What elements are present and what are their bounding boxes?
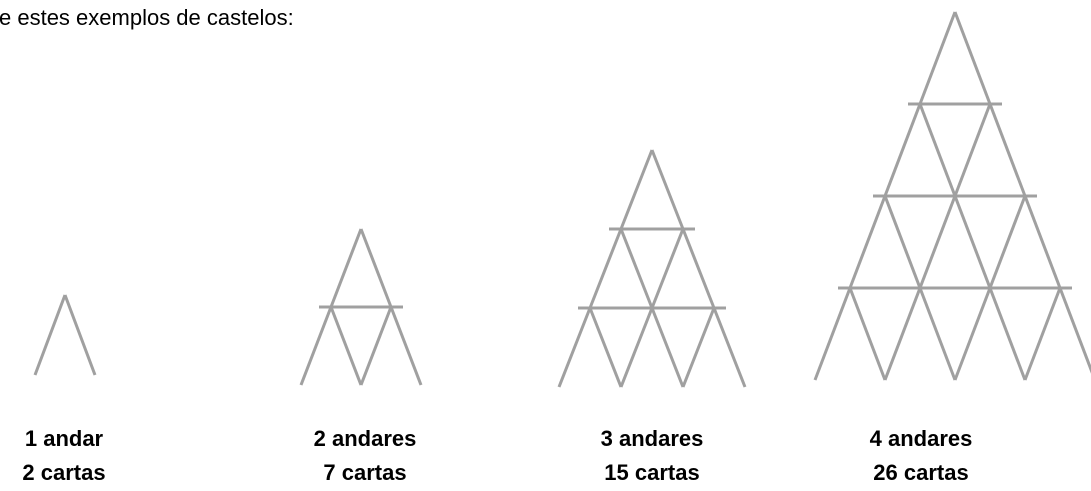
card bbox=[391, 307, 421, 385]
card bbox=[920, 288, 955, 380]
castle-1-floors-label: 1 andar bbox=[0, 422, 164, 456]
card bbox=[652, 229, 683, 308]
castle-3-caption: 3 andares 15 cartas bbox=[552, 422, 752, 490]
card bbox=[621, 150, 652, 229]
card bbox=[990, 288, 1025, 380]
castle-2-cards-label: 7 cartas bbox=[265, 456, 465, 490]
castle-4-cards-label: 26 cartas bbox=[821, 456, 1021, 490]
card bbox=[885, 288, 920, 380]
card bbox=[361, 307, 391, 385]
card bbox=[621, 308, 652, 387]
card bbox=[714, 308, 745, 387]
card bbox=[850, 288, 885, 380]
card bbox=[990, 196, 1025, 288]
card bbox=[621, 229, 652, 308]
card bbox=[955, 288, 990, 380]
card bbox=[65, 295, 95, 375]
card bbox=[361, 229, 391, 307]
card bbox=[590, 229, 621, 308]
card bbox=[850, 196, 885, 288]
castle-3 bbox=[559, 150, 745, 387]
castle-1-cards-label: 2 cartas bbox=[0, 456, 164, 490]
card bbox=[885, 196, 920, 288]
card bbox=[683, 229, 714, 308]
card bbox=[683, 308, 714, 387]
card bbox=[955, 104, 990, 196]
card bbox=[652, 150, 683, 229]
card bbox=[559, 308, 590, 387]
card bbox=[1025, 288, 1060, 380]
card bbox=[920, 12, 955, 104]
card bbox=[35, 295, 65, 375]
card bbox=[815, 288, 850, 380]
castle-4 bbox=[815, 12, 1091, 380]
castle-3-cards-label: 15 cartas bbox=[552, 456, 752, 490]
card bbox=[1060, 288, 1091, 380]
card bbox=[955, 12, 990, 104]
card bbox=[990, 104, 1025, 196]
castle-1 bbox=[35, 295, 95, 375]
card bbox=[920, 196, 955, 288]
card bbox=[885, 104, 920, 196]
castle-3-floors-label: 3 andares bbox=[552, 422, 752, 456]
card bbox=[590, 308, 621, 387]
castle-2 bbox=[301, 229, 421, 385]
castle-2-caption: 2 andares 7 cartas bbox=[265, 422, 465, 490]
card bbox=[920, 104, 955, 196]
castle-4-caption: 4 andares 26 cartas bbox=[821, 422, 1021, 490]
card bbox=[331, 229, 361, 307]
card bbox=[652, 308, 683, 387]
castle-4-floors-label: 4 andares bbox=[821, 422, 1021, 456]
castle-2-floors-label: 2 andares bbox=[265, 422, 465, 456]
card bbox=[955, 196, 990, 288]
card bbox=[331, 307, 361, 385]
card bbox=[301, 307, 331, 385]
card bbox=[1025, 196, 1060, 288]
castle-1-caption: 1 andar 2 cartas bbox=[0, 422, 164, 490]
